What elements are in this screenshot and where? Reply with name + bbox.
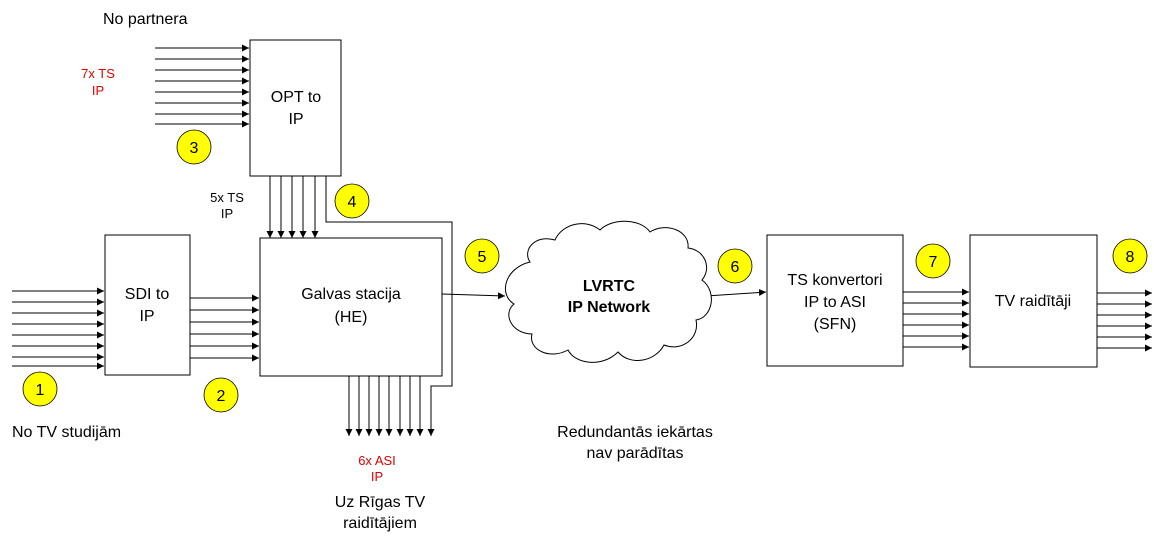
ip-network-cloud [504, 220, 712, 363]
opt-to-ip-box [249, 39, 342, 177]
badge-1: 1 [22, 371, 58, 407]
badge-1-number: 1 [36, 382, 45, 399]
no-partnera-label: No partnera [103, 11, 188, 28]
badge-5-number: 5 [478, 249, 487, 266]
ts5-label-line2: IP [221, 206, 233, 221]
badge-7: 7 [915, 243, 951, 279]
sdi-to-he-arrows [190, 294, 259, 362]
badge-6-number: 6 [731, 259, 740, 276]
ts-box-line2: IP to ASI [804, 294, 866, 311]
sdi-box-line2: IP [139, 308, 154, 325]
badge-8-number: 8 [1126, 249, 1135, 266]
ts7-label-line1: 7x TS [81, 66, 115, 81]
cloud-line2: IP Network [568, 299, 651, 316]
opt-input-arrows [155, 44, 249, 128]
tv-transmitters-box [969, 234, 1098, 368]
cloud-line1: LVRTC [583, 278, 636, 295]
no-tv-studijam-label: No TV studijām [12, 424, 121, 441]
ts5-label-line1: 5x TS [210, 190, 244, 205]
badge-3: 3 [176, 129, 212, 165]
tv-box-label: TV raidītāji [995, 293, 1071, 310]
he-output-arrows [345, 376, 424, 436]
uz-rigas-line2: raidītājiem [343, 515, 417, 532]
tv-output-arrows [1097, 289, 1152, 352]
opt-bypass-line [325, 176, 453, 436]
badge-4: 4 [334, 183, 370, 219]
head-end-box [259, 237, 443, 377]
sdi-to-ip-box [104, 234, 191, 376]
badge-5: 5 [464, 238, 500, 274]
badge-2-number: 2 [217, 388, 226, 405]
redundant-line1: Redundantās iekārtas [557, 424, 713, 441]
ts-box-line3: (SFN) [814, 316, 857, 333]
he-box-line1: Galvas stacija [301, 286, 401, 303]
asi6-label-line2: IP [371, 469, 383, 484]
ts7-label-line2: IP [92, 83, 104, 98]
badge-4-number: 4 [348, 194, 357, 211]
ts-to-tv-arrows [903, 288, 969, 351]
asi6-label-line1: 6x ASI [358, 453, 396, 468]
sdi-input-arrows [12, 287, 104, 370]
opt-box-line2: IP [288, 111, 303, 128]
ts-box-line1: TS konvertori [787, 272, 882, 289]
uz-rigas-line1: Uz Rīgas TV [335, 494, 426, 511]
badge-3-number: 3 [190, 140, 199, 157]
sdi-box-line1: SDI to [125, 286, 170, 303]
redundant-line2: nav parādītas [587, 445, 684, 462]
he-to-cloud-arrow [441, 292, 506, 300]
badge-7-number: 7 [929, 254, 938, 271]
badge-2: 2 [203, 377, 239, 413]
badge-8: 8 [1112, 238, 1148, 274]
cloud-to-ts-arrow [705, 288, 767, 297]
badge-6: 6 [717, 248, 753, 284]
opt-to-he-arrows [266, 176, 319, 238]
he-box-line2: (HE) [335, 309, 368, 326]
ts-converters-box [766, 234, 904, 367]
opt-box-line1: OPT to [271, 89, 321, 106]
